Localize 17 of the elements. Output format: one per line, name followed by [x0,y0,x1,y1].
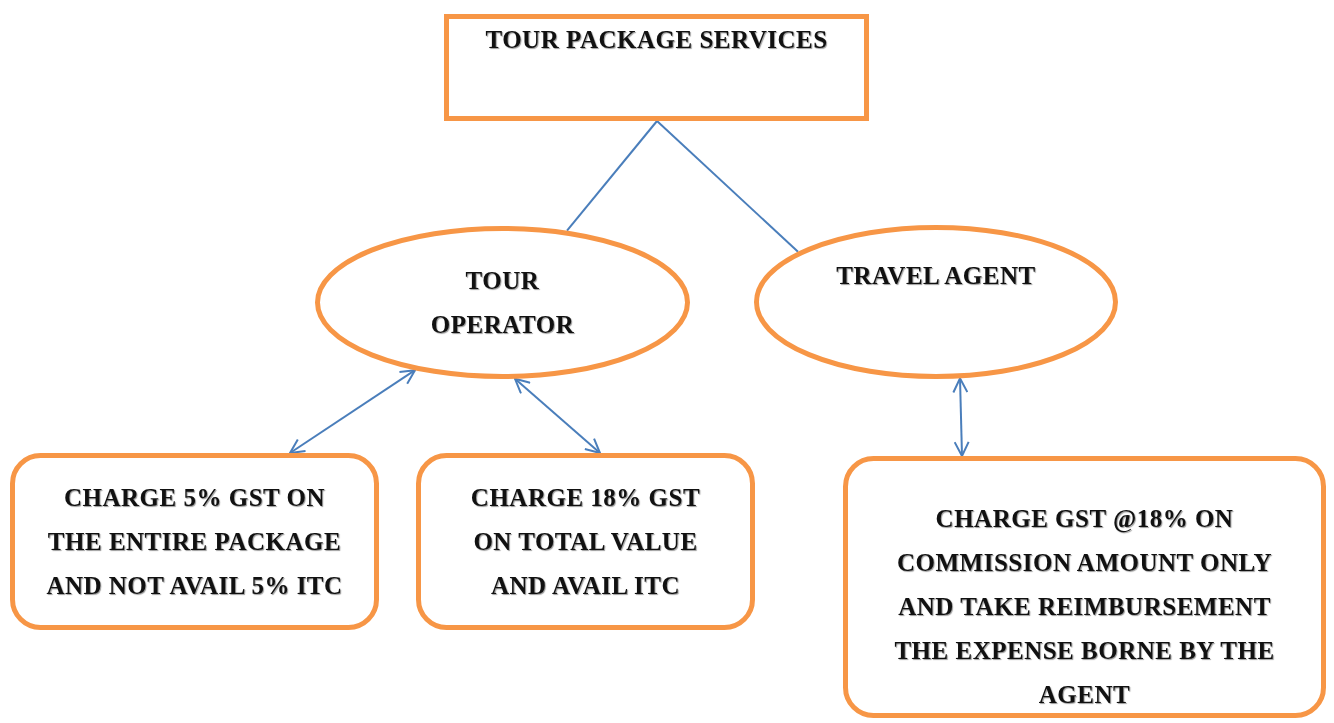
node-label: TOUR PACKAGE SERVICES [485,24,828,55]
ellipse-node [754,225,1118,379]
double-arrow [952,377,970,457]
connector-line [566,120,658,232]
rounded-box [843,456,1326,718]
node-label: CHARGE 5% GST ON THE ENTIRE PACKAGE AND NOT AVAIL 5% ITC [45,482,344,601]
node-label: TOUR OPERATOR [429,265,576,340]
node-label: TRAVEL AGENT [836,261,1036,291]
rounded-box [10,453,379,630]
node-label: CHARGE 18% GST ON TOTAL VALUE AND AVAIL ITC [469,482,702,601]
process-box [444,14,869,121]
rounded-box [416,453,755,630]
node-label: CHARGE GST @18% ON COMMISSION AMOUNT ONLY AND TAKE REIMBURSEMENT THE EXPENSE BORNE BY THE AGENT [893,504,1276,710]
ellipse-node [315,226,690,379]
double-arrow [289,369,416,454]
connector-line [656,120,799,253]
double-arrow [514,377,601,454]
